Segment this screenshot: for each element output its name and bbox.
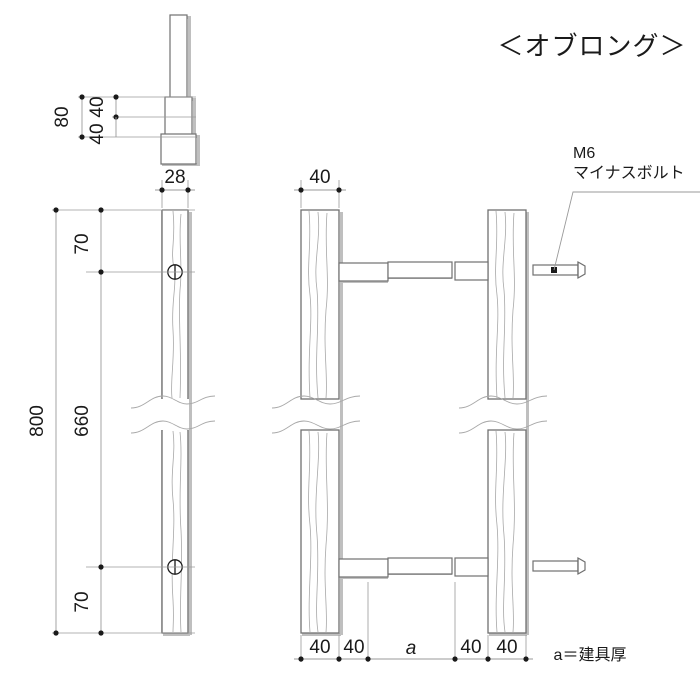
lower-connecting-shaft bbox=[338, 557, 489, 579]
break-line-section-left bbox=[271, 395, 361, 434]
dim-left-28: 28 bbox=[155, 167, 195, 208]
top-view-rod bbox=[169, 14, 188, 100]
shaft-end-block-lower bbox=[454, 557, 489, 577]
page-title: ＜オブロング＞ bbox=[497, 31, 686, 61]
break-line-left bbox=[130, 395, 216, 434]
dim-left-28-label: 28 bbox=[164, 167, 185, 188]
dim-section-top-40-label: 40 bbox=[309, 167, 330, 188]
break-line-section-right bbox=[458, 395, 548, 434]
left-elevation-bar bbox=[130, 209, 216, 636]
dim-top-40-lower: 40 bbox=[87, 117, 117, 145]
dim-top-40-upper-label: 40 bbox=[87, 96, 108, 117]
section-right-panel bbox=[458, 209, 548, 636]
dim-top-40-upper: 40 bbox=[87, 94, 119, 120]
dim-bottom-chain-label-2: a bbox=[406, 638, 417, 659]
dim-bottom-chain: 40 40 a 40 40 bbox=[294, 582, 533, 662]
shaft-stub-upper bbox=[338, 262, 389, 282]
bolt-annotation-leader bbox=[553, 191, 700, 271]
dim-left-800: 800 bbox=[27, 207, 59, 636]
wood-grain-section-left bbox=[308, 210, 328, 633]
dim-top-40-lower-label: 40 bbox=[87, 123, 108, 144]
upper-connecting-shaft bbox=[338, 261, 489, 283]
shaft-stub-lower bbox=[338, 558, 389, 578]
top-view-extension-lines bbox=[78, 96, 196, 138]
dim-left-70-bottom-label: 70 bbox=[72, 591, 93, 612]
bolt-label-line1: M6 bbox=[573, 145, 595, 162]
top-view-base bbox=[160, 133, 197, 165]
dim-left-chain: 70 660 70 bbox=[72, 207, 104, 636]
dim-bottom-chain-label-4: 40 bbox=[496, 637, 517, 658]
dim-left-70-top-label: 70 bbox=[72, 233, 93, 254]
bolt-lower bbox=[532, 556, 586, 576]
top-view-profile bbox=[160, 14, 200, 166]
wood-grain-left bbox=[171, 210, 182, 633]
dim-bottom-chain-label-0: 40 bbox=[309, 637, 330, 658]
dim-left-800-label: 800 bbox=[27, 405, 48, 437]
dim-top-80: 80 bbox=[52, 94, 85, 140]
shaft-body-upper bbox=[387, 261, 453, 279]
top-view-collar bbox=[164, 96, 193, 137]
dim-section-top-40: 40 bbox=[294, 167, 346, 208]
bolt-upper bbox=[532, 260, 586, 280]
section-left-panel bbox=[271, 209, 361, 636]
shaft-end-block-upper bbox=[454, 261, 489, 281]
shaft-body-lower bbox=[387, 557, 453, 575]
dim-bottom-chain-label-1: 40 bbox=[343, 637, 364, 658]
left-elev-extension-lines bbox=[52, 209, 195, 634]
footnote-label: a＝建具厚 bbox=[554, 646, 627, 664]
bolt-label-line2: マイナスボルト bbox=[573, 164, 685, 182]
dim-top-80-label: 80 bbox=[52, 106, 73, 127]
dim-left-660-label: 660 bbox=[72, 405, 93, 437]
wood-grain-section-right bbox=[495, 210, 515, 633]
dim-bottom-chain-label-3: 40 bbox=[460, 637, 481, 658]
